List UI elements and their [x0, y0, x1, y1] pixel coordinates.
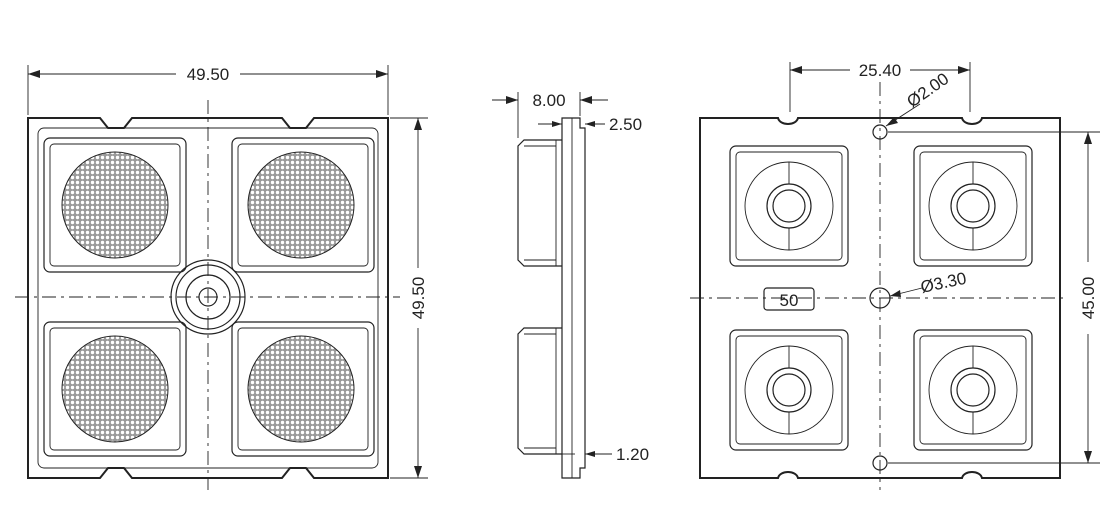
front-lens-textures: [61, 151, 355, 443]
front-height-label: 49.50: [409, 277, 428, 320]
front-width-dimension: 49.50: [27, 65, 389, 115]
small-hole-label: Ø2.00: [903, 69, 952, 111]
back-view: 50 25.40 Ø2.00 Ø3.30: [690, 61, 1100, 490]
back-pockets: [729, 145, 1033, 451]
side-view: 8.00 2.50 1.20: [492, 91, 649, 479]
back-spacing-label: 25.40: [859, 61, 902, 80]
back-height-label: 45.00: [1079, 277, 1098, 320]
back-height-dimension: 45.00: [888, 131, 1100, 464]
back-lens-rings: [744, 161, 1018, 435]
side-flange-label: 2.50: [609, 115, 642, 134]
part-label: 50: [780, 291, 799, 310]
side-thickness-dimension: 8.00: [492, 91, 608, 138]
side-thickness-label: 8.00: [532, 91, 565, 110]
part-label-box: [763, 287, 815, 311]
side-base-dimension: 1.20: [560, 445, 649, 464]
side-base-label: 1.20: [616, 445, 649, 464]
side-flange-dimension: 2.50: [538, 115, 642, 134]
back-outline: [699, 117, 1061, 479]
front-view: 49.50 49.50: [15, 65, 428, 490]
side-plate-outline: [561, 117, 586, 479]
front-lens-cells: [43, 137, 375, 457]
front-height-dimension: 49.50: [390, 117, 428, 479]
back-spacing-dimension: 25.40: [789, 61, 971, 112]
side-lower-dome: [517, 327, 562, 455]
center-hole-leader: Ø3.30: [889, 269, 968, 297]
center-hole-label: Ø3.30: [919, 269, 968, 297]
front-width-label: 49.50: [187, 65, 230, 84]
side-upper-dome: [517, 139, 562, 267]
